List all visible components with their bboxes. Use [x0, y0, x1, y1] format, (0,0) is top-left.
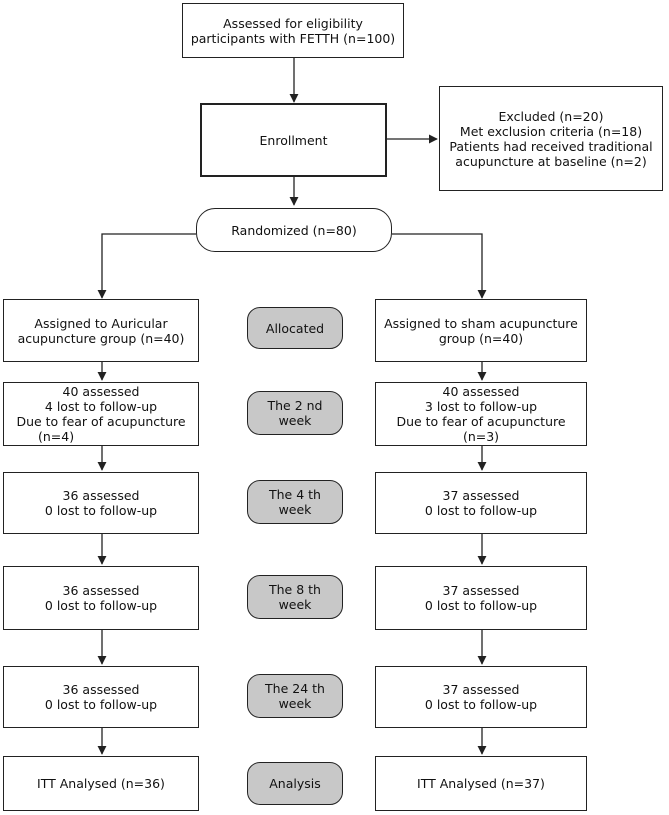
stage-label-text: Analysis: [269, 776, 321, 791]
right-week2-line: Due to fear of acupuncture: [396, 414, 566, 429]
eligibility-line: participants with FETTH (n=100): [190, 30, 396, 46]
right-allocation-line: Assigned to sham acupuncture: [384, 315, 578, 331]
left-allocation-box: Assigned to Auricular acupuncture group …: [3, 299, 199, 362]
stage-label-allocated: Allocated: [247, 307, 343, 349]
arrow-randomized-to-right: [392, 233, 487, 299]
right-week8-line: 0 lost to follow-up: [424, 598, 538, 613]
stage-label-week4: The 4 th week: [247, 480, 343, 524]
randomized-box: Randomized (n=80): [196, 208, 392, 252]
enrollment-box: Enrollment: [200, 103, 387, 177]
stage-label-text: week: [278, 502, 312, 517]
stage-label-analysis: Analysis: [247, 762, 343, 805]
stage-label-text: The 8 th: [269, 582, 321, 597]
excluded-line: acupuncture at baseline (n=2): [455, 153, 647, 169]
left-analysis-line: ITT Analysed (n=36): [37, 776, 165, 791]
right-week2-box: 40 assessed 3 lost to follow-up Due to f…: [375, 382, 587, 446]
right-week4-line: 0 lost to follow-up: [424, 503, 538, 518]
randomized-label: Randomized (n=80): [231, 222, 357, 238]
stage-label-text: Allocated: [265, 320, 325, 336]
right-week8-line: 37 assessed: [442, 583, 520, 598]
excluded-line: Excluded (n=20): [498, 108, 604, 124]
enrollment-label: Enrollment: [259, 132, 328, 148]
right-allocation-box: Assigned to sham acupuncture group (n=40…: [375, 299, 587, 362]
left-week24-line: 36 assessed: [62, 682, 140, 697]
right-analysis-box: ITT Analysed (n=37): [375, 756, 587, 811]
stage-label-text: The 24 th: [265, 681, 325, 696]
right-week2-line: (n=3): [462, 429, 500, 444]
stage-label-text: The 2 nd: [267, 398, 323, 413]
left-week2-line: 4 lost to follow-up: [44, 399, 158, 414]
right-week4-line: 37 assessed: [442, 488, 520, 503]
right-analysis-line: ITT Analysed (n=37): [417, 776, 545, 791]
left-week8-line: 36 assessed: [62, 583, 140, 598]
right-week8-box: 37 assessed 0 lost to follow-up: [375, 566, 587, 630]
right-week24-line: 37 assessed: [442, 682, 520, 697]
excluded-box: Excluded (n=20) Met exclusion criteria (…: [439, 86, 663, 191]
excluded-line: Patients had received traditional: [449, 138, 653, 154]
eligibility-box: Assessed for eligibility participants wi…: [182, 3, 404, 58]
left-week4-box: 36 assessed 0 lost to follow-up: [3, 472, 199, 534]
left-week8-line: 0 lost to follow-up: [44, 598, 158, 613]
left-week24-line: 0 lost to follow-up: [44, 697, 158, 712]
left-analysis-box: ITT Analysed (n=36): [3, 756, 199, 811]
left-week8-box: 36 assessed 0 lost to follow-up: [3, 566, 199, 630]
eligibility-line: Assessed for eligibility: [223, 15, 363, 31]
right-week4-box: 37 assessed 0 lost to follow-up: [375, 472, 587, 534]
right-week2-line: 3 lost to follow-up: [424, 399, 538, 414]
left-week4-line: 0 lost to follow-up: [44, 503, 158, 518]
excluded-line: Met exclusion criteria (n=18): [459, 123, 643, 139]
left-allocation-line: acupuncture group (n=40): [17, 330, 185, 346]
right-week24-box: 37 assessed 0 lost to follow-up: [375, 666, 587, 728]
right-week24-line: 0 lost to follow-up: [424, 697, 538, 712]
stage-label-week24: The 24 th week: [247, 674, 343, 718]
stage-label-week8: The 8 th week: [247, 575, 343, 619]
left-week2-box: 40 assessed 4 lost to follow-up Due to f…: [3, 382, 199, 446]
left-week24-box: 36 assessed 0 lost to follow-up: [3, 666, 199, 728]
arrow-randomized-to-left: [97, 233, 196, 299]
stage-label-week2: The 2 nd week: [247, 391, 343, 435]
stage-label-text: The 4 th: [269, 487, 321, 502]
stage-label-text: week: [278, 597, 312, 612]
left-week4-line: 36 assessed: [62, 488, 140, 503]
left-week2-line: 40 assessed: [62, 384, 140, 399]
right-week2-line: 40 assessed: [442, 384, 520, 399]
left-allocation-line: Assigned to Auricular: [34, 315, 168, 331]
stage-label-text: week: [278, 696, 312, 711]
left-week2-line: Due to fear of acupuncture: [16, 414, 186, 429]
right-allocation-line: group (n=40): [438, 330, 524, 346]
left-week2-line: (n=4): [38, 429, 75, 444]
stage-label-text: week: [278, 413, 312, 428]
